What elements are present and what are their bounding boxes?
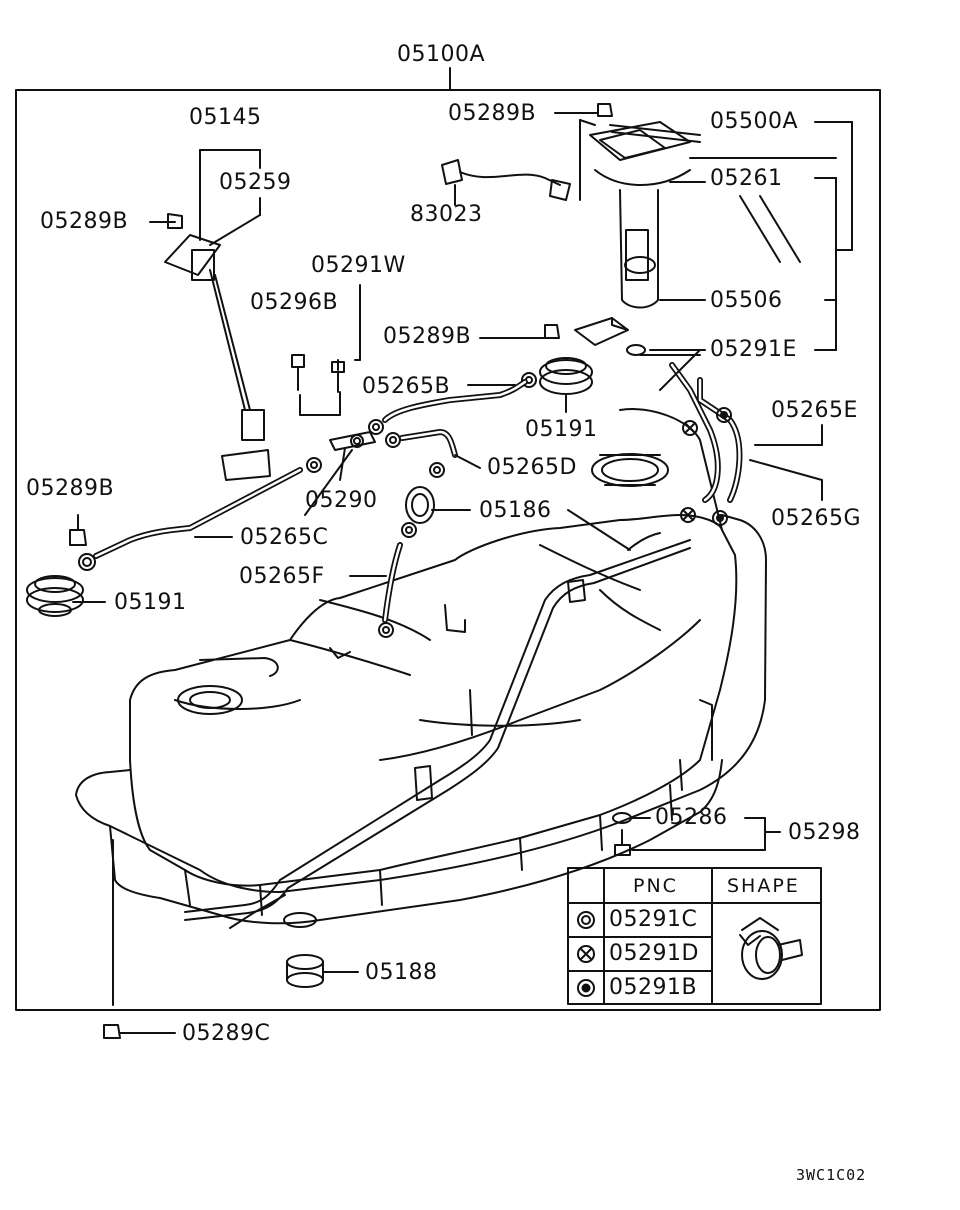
part-label: 05261 bbox=[710, 166, 783, 191]
part-label: 05289B bbox=[40, 209, 129, 234]
part-label: 05191 bbox=[525, 417, 598, 442]
legend-pnc-05291b: 05291B bbox=[609, 975, 698, 1000]
part-label: 05265B bbox=[362, 374, 451, 399]
filler-cap-right bbox=[539, 357, 593, 413]
part-label: 05186 bbox=[479, 498, 552, 523]
part-label: 05291W bbox=[311, 253, 406, 278]
legend-pnc-05291d: 05291D bbox=[609, 941, 699, 966]
assembly-frame bbox=[15, 89, 881, 1011]
part-label: 05290 bbox=[305, 488, 378, 513]
part-label: 05500A bbox=[710, 109, 799, 134]
fuel-tank-body bbox=[75, 408, 767, 929]
legend-pnc-05291c: 05291C bbox=[609, 907, 698, 932]
part-label: 05265C bbox=[240, 525, 329, 550]
band-05188 bbox=[286, 954, 359, 988]
fuel-pump-assembly bbox=[574, 119, 701, 356]
part-label: 05289B bbox=[26, 476, 115, 501]
grommet-05186 bbox=[405, 486, 471, 524]
legend-table-grid bbox=[567, 867, 822, 1005]
part-label: 05265F bbox=[239, 564, 325, 589]
assembly-label: 05100A bbox=[397, 42, 486, 67]
part-label: 05265G bbox=[771, 506, 862, 531]
part-label: 05289C bbox=[182, 1021, 271, 1046]
part-label: 05188 bbox=[365, 960, 438, 985]
drawing-code: 3WC1C02 bbox=[796, 1166, 867, 1184]
part-label: 05191 bbox=[114, 590, 187, 615]
part-label: 05265D bbox=[487, 455, 577, 480]
part-label: 05289B bbox=[383, 324, 472, 349]
part-label: 05289B bbox=[448, 101, 537, 126]
filler-cap-left bbox=[26, 575, 106, 617]
part-label: 05291E bbox=[710, 337, 797, 362]
bolts-05296b-05291w bbox=[291, 284, 361, 416]
part-label: 05265E bbox=[771, 398, 858, 423]
part-label: 05506 bbox=[710, 288, 783, 313]
legend-header-pnc: PNC bbox=[633, 875, 678, 897]
legend-header-shape: SHAPE bbox=[727, 875, 800, 897]
part-label: 05145 bbox=[189, 105, 262, 130]
connector-83023 bbox=[441, 159, 571, 206]
part-label: 05286 bbox=[655, 805, 728, 830]
part-label: 05296B bbox=[250, 290, 339, 315]
part-label: 83023 bbox=[410, 202, 483, 227]
part-label: 05259 bbox=[219, 170, 292, 195]
part-label: 05298 bbox=[788, 820, 861, 845]
fuel-level-sender bbox=[149, 149, 271, 481]
